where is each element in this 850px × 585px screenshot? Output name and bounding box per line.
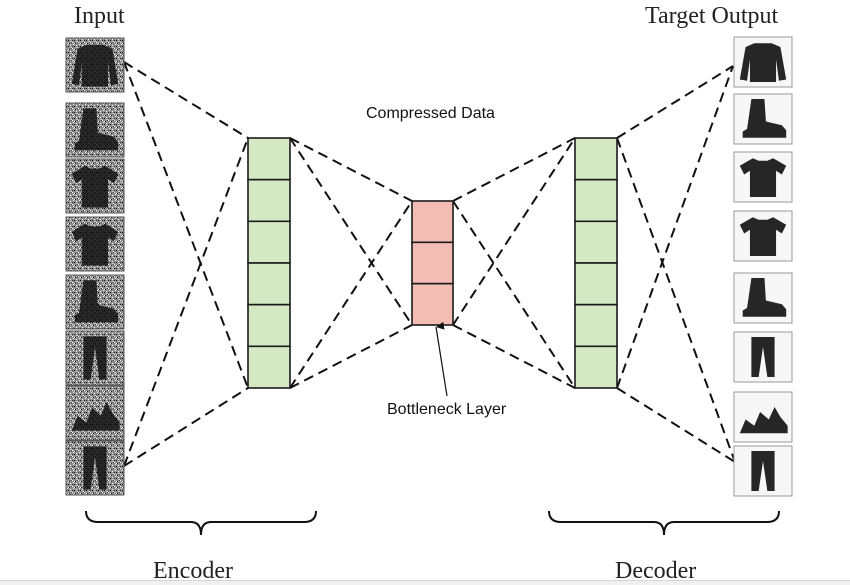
connection-line xyxy=(289,324,413,389)
output-image-column xyxy=(733,36,793,497)
output-image-t-shirt xyxy=(733,210,793,262)
curly-brace xyxy=(85,510,317,536)
decoder-layer-cell xyxy=(574,220,618,264)
encoder-layer xyxy=(247,137,291,389)
bottleneck-layer xyxy=(411,200,454,326)
encoder-layer-cell xyxy=(247,262,291,306)
curly-brace xyxy=(548,510,780,536)
t-shirt-silhouette xyxy=(71,165,119,208)
bottleneck-layer-cell xyxy=(411,200,454,244)
output-image-pullover xyxy=(733,36,793,88)
t-shirt-silhouette xyxy=(71,223,119,266)
connection-line xyxy=(452,200,576,389)
input-image-t-shirt xyxy=(65,216,125,272)
bottleneck-layer-cell xyxy=(411,241,454,285)
connection-line xyxy=(616,65,734,389)
input-heading: Input xyxy=(74,3,125,29)
input-image-trouser xyxy=(65,440,125,496)
compressed-data-label: Compressed Data xyxy=(366,105,495,122)
connection-line xyxy=(616,65,734,139)
input-image-column xyxy=(65,37,125,496)
connection-line xyxy=(123,387,249,467)
ankle-boot-silhouette xyxy=(742,278,787,317)
decoder-layer-cell xyxy=(574,178,618,223)
encoder-layer-cell xyxy=(247,303,291,348)
input-image-t-shirt xyxy=(65,158,125,214)
pullover-silhouette xyxy=(739,43,787,82)
decoder-layer-cell xyxy=(574,303,618,348)
encoder-layer-cell xyxy=(247,137,291,181)
input-image-ankle-boot xyxy=(65,274,125,330)
output-image-t-shirt xyxy=(733,151,793,203)
decoder-layer-cell xyxy=(574,262,618,306)
input-image-ankle-boot xyxy=(65,102,125,158)
bottleneck-arrow xyxy=(435,321,448,397)
connection-line xyxy=(289,137,413,202)
connection-line xyxy=(616,137,736,463)
encoder-label: Encoder xyxy=(153,558,233,584)
connection-line xyxy=(123,61,249,139)
t-shirt-silhouette xyxy=(739,217,787,256)
trouser-silhouette xyxy=(751,451,775,491)
output-image-ankle-boot xyxy=(733,272,793,324)
ankle-boot-silhouette xyxy=(742,99,787,138)
output-image-trouser xyxy=(733,445,793,497)
section-braces xyxy=(85,510,780,536)
input-image-sandal xyxy=(65,385,125,441)
connection-line xyxy=(289,137,413,326)
decoder-layer-cell xyxy=(574,137,618,181)
sandal-silhouette xyxy=(739,407,788,434)
encoder-layer-cell xyxy=(247,178,291,223)
connection-lines xyxy=(123,61,736,467)
sandal-silhouette xyxy=(71,402,120,431)
pullover-silhouette xyxy=(71,44,119,87)
connection-line xyxy=(452,137,576,326)
connection-line xyxy=(123,61,249,389)
connection-line xyxy=(452,137,576,202)
connection-line xyxy=(289,200,413,389)
input-image-pullover xyxy=(65,37,125,93)
connection-line xyxy=(123,137,249,467)
output-image-sandal xyxy=(733,391,793,443)
t-shirt-silhouette xyxy=(739,158,787,197)
bottom-divider xyxy=(0,580,850,585)
trouser-silhouette xyxy=(83,446,107,490)
decoder-layer-cell xyxy=(574,345,618,389)
encoder-layer-cell xyxy=(247,345,291,389)
encoder-layer-cell xyxy=(247,220,291,264)
trouser-silhouette xyxy=(83,336,107,380)
decoder-label: Decoder xyxy=(615,558,696,584)
ankle-boot-silhouette xyxy=(74,280,119,323)
target-output-heading: Target Output xyxy=(645,3,779,29)
ankle-boot-silhouette xyxy=(74,108,119,151)
trouser-silhouette xyxy=(751,337,775,377)
bottleneck-layer-label: Bottleneck Layer xyxy=(387,401,507,418)
connection-line xyxy=(452,324,576,389)
input-image-trouser xyxy=(65,330,125,386)
decoder-layer xyxy=(574,137,618,389)
output-image-trouser xyxy=(733,331,793,383)
connection-line xyxy=(616,387,736,463)
network-layers xyxy=(247,137,618,389)
bottleneck-layer-cell xyxy=(411,282,454,326)
output-image-ankle-boot xyxy=(733,93,793,145)
